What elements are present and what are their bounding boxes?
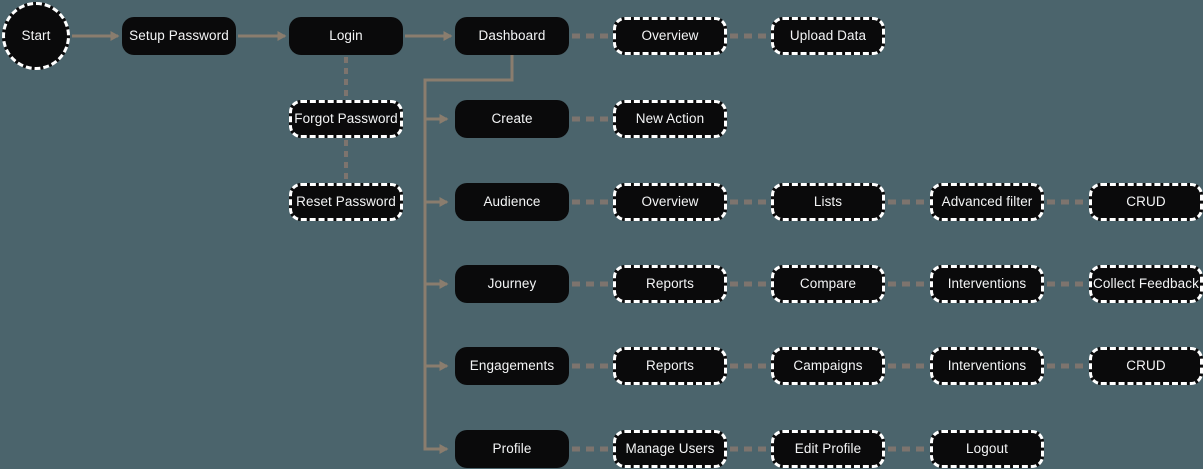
node-forgot-password[interactable]: Forgot Password [289,100,403,138]
node-label: Overview [641,28,699,44]
node-label: Dashboard [478,28,546,44]
node-label: Collect Feedback [1093,276,1199,292]
node-campaigns[interactable]: Campaigns [771,347,885,385]
node-label: Create [491,111,533,127]
trunk-connector [423,55,514,454]
node-new-action[interactable]: New Action [613,100,727,138]
node-overview-dashboard[interactable]: Overview [613,17,727,55]
node-label: Manage Users [625,441,715,457]
node-label: CRUD [1126,358,1166,374]
node-crud-audience[interactable]: CRUD [1089,183,1203,221]
node-overview-audience[interactable]: Overview [613,183,727,221]
node-label: Logout [966,441,1008,457]
node-label: Reports [646,276,694,292]
node-login[interactable]: Login [289,17,403,55]
node-label: Profile [492,441,532,457]
node-label: Interventions [947,358,1027,374]
node-upload-data[interactable]: Upload Data [771,17,885,55]
node-label: Campaigns [793,358,863,374]
node-label: Advanced filter [941,194,1033,210]
node-label: Journey [487,276,537,292]
node-label: Reports [646,358,694,374]
node-reports-journey[interactable]: Reports [613,265,727,303]
node-label: Engagements [469,358,555,374]
node-label: Forgot Password [294,111,398,127]
node-interventions-engagements[interactable]: Interventions [930,347,1044,385]
node-advanced-filter[interactable]: Advanced filter [930,183,1044,221]
node-label: Interventions [947,276,1027,292]
node-manage-users[interactable]: Manage Users [613,430,727,468]
node-label: Reset Password [296,194,396,210]
node-label: Lists [813,194,843,210]
node-label: Audience [483,194,541,210]
node-edit-profile[interactable]: Edit Profile [771,430,885,468]
node-logout[interactable]: Logout [930,430,1044,468]
node-interventions-journey[interactable]: Interventions [930,265,1044,303]
node-audience[interactable]: Audience [455,183,569,221]
node-reset-password[interactable]: Reset Password [289,183,403,221]
node-label: Edit Profile [794,441,862,457]
node-setup-password[interactable]: Setup Password [122,17,236,55]
node-label: CRUD [1126,194,1166,210]
node-lists[interactable]: Lists [771,183,885,221]
node-engagements[interactable]: Engagements [455,347,569,385]
node-reports-engagements[interactable]: Reports [613,347,727,385]
node-dashboard[interactable]: Dashboard [455,17,569,55]
node-label: Compare [799,276,857,292]
node-crud-engagements[interactable]: CRUD [1089,347,1203,385]
node-label: Overview [641,194,699,210]
node-label: Setup Password [129,28,229,44]
node-label: New Action [635,111,705,127]
node-collect-feedback[interactable]: Collect Feedback [1089,265,1203,303]
node-compare[interactable]: Compare [771,265,885,303]
node-profile[interactable]: Profile [455,430,569,468]
node-label: Upload Data [789,28,867,44]
node-journey[interactable]: Journey [455,265,569,303]
node-label: Login [329,28,363,44]
node-start[interactable]: Start [2,2,70,70]
node-create[interactable]: Create [455,100,569,138]
node-label: Start [21,28,51,44]
